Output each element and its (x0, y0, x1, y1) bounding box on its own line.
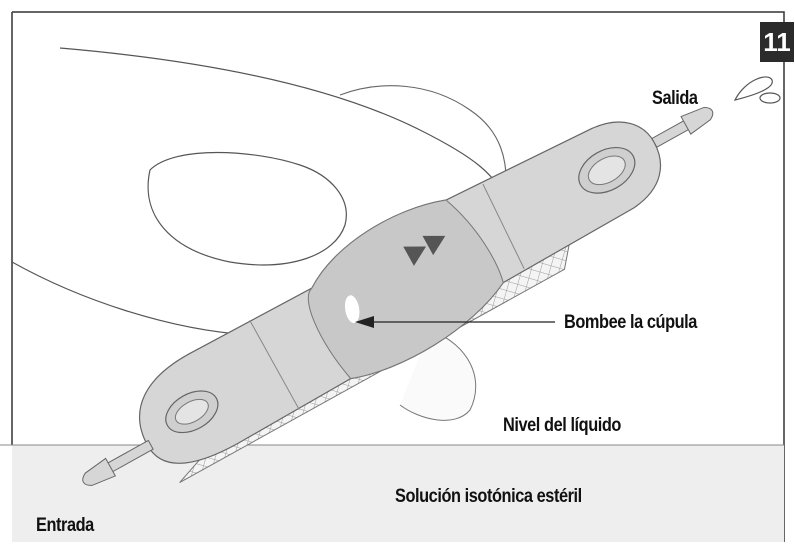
inlet-label: Entrada (36, 515, 94, 537)
solution-label: Solución isotónica estéril (395, 486, 582, 508)
pump-label: Bombee la cúpula (564, 312, 697, 334)
droplet-small-icon (760, 93, 780, 103)
step-number-badge: 11 (760, 22, 794, 62)
outlet-label: Salida (652, 88, 698, 110)
fluid-level-label: Nivel del líquido (503, 415, 621, 437)
thumb-nail (148, 153, 346, 265)
